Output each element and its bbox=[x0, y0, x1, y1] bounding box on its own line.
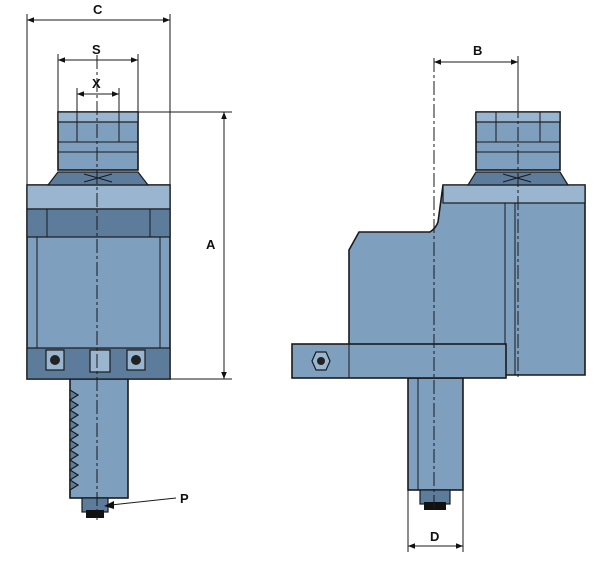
side-main-body bbox=[348, 184, 586, 376]
dimension-label-s: S bbox=[92, 42, 101, 57]
front-flange bbox=[26, 208, 171, 238]
dimension-label-x: X bbox=[92, 76, 101, 91]
side-bottom-nut bbox=[419, 489, 451, 505]
side-shank bbox=[407, 377, 464, 491]
dimension-label-c: C bbox=[93, 2, 103, 17]
front-view: C S X A P bbox=[26, 2, 232, 520]
front-shank bbox=[69, 377, 129, 499]
front-right-screw-icon bbox=[126, 349, 146, 371]
dimension-label-p: P bbox=[180, 491, 189, 506]
front-bottom-tip bbox=[86, 510, 104, 518]
front-upper-band bbox=[26, 184, 171, 210]
dimension-label-a: A bbox=[206, 237, 216, 252]
dimension-label-b: B bbox=[473, 43, 482, 58]
side-view: B D bbox=[291, 43, 586, 552]
dimension-label-d: D bbox=[430, 529, 439, 544]
front-left-screw-icon bbox=[45, 349, 65, 371]
front-shank-serration bbox=[68, 388, 80, 498]
front-bottom-nut bbox=[81, 497, 109, 513]
